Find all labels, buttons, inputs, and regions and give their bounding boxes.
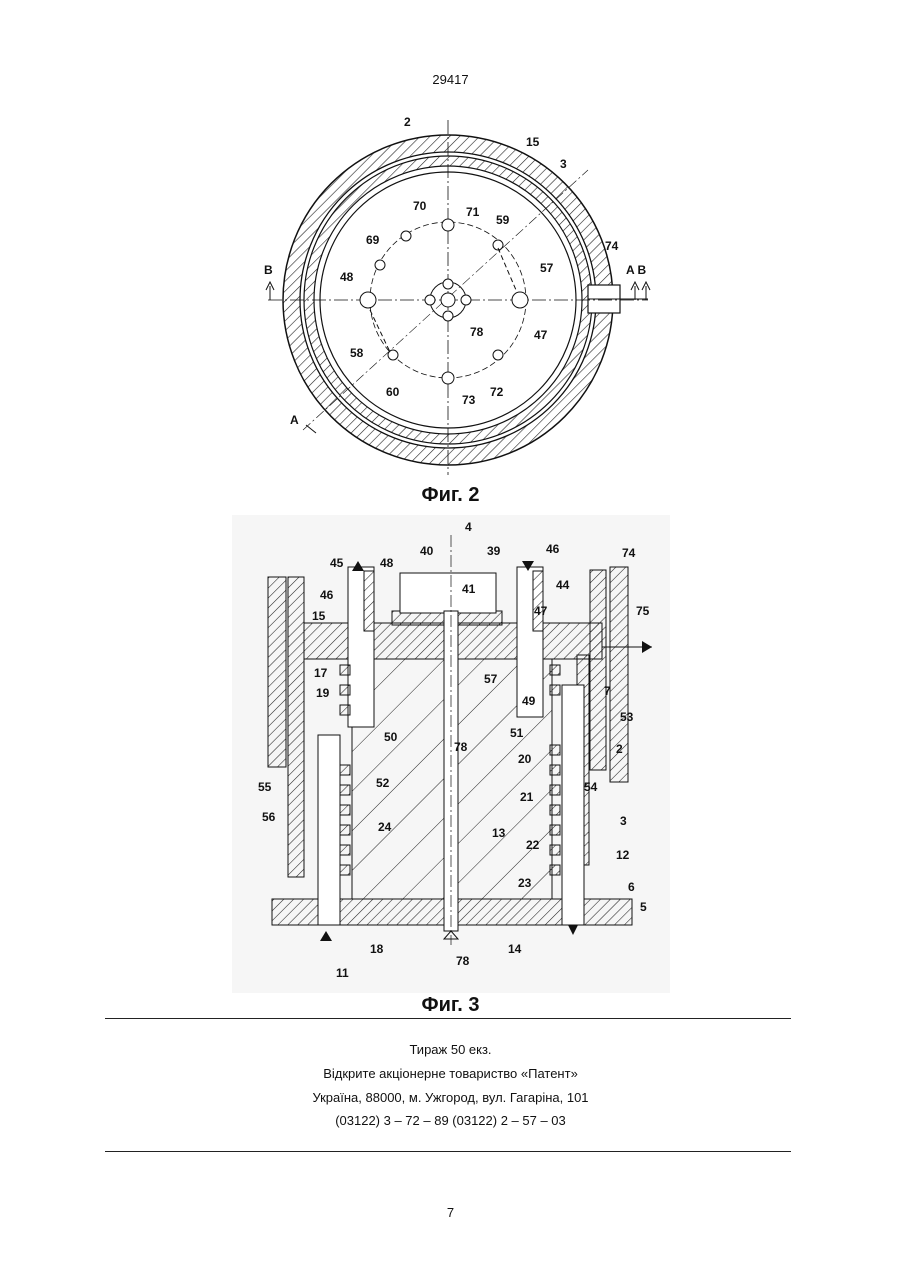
page-number: 7 (0, 1205, 901, 1220)
imprint-circulation: Тираж 50 екз. (0, 1042, 901, 1057)
figure-3-caption: Фиг. 3 (0, 994, 901, 1017)
fig3-label: 48 (380, 556, 394, 570)
imprint-phones: (03122) 3 – 72 – 89 (03122) 2 – 57 – 03 (0, 1113, 901, 1128)
figure-2-drawing: 2 15 3 74 70 71 59 69 57 48 47 78 58 60 … (258, 100, 658, 480)
fig3-label: 5 (640, 900, 647, 914)
fig3-label: 57 (484, 672, 498, 686)
fig3-label: 45 (330, 556, 344, 570)
fig2-label: 57 (540, 261, 554, 275)
fig3-label: 53 (620, 710, 634, 724)
fig3-label: 39 (487, 544, 501, 558)
fig2-label: 47 (534, 328, 548, 342)
fig2-label: 15 (526, 135, 540, 149)
fig3-label: 78 (454, 740, 468, 754)
figure-3-drawing: 4 40 39 46 74 45 48 44 75 15 46 41 47 17… (232, 515, 670, 993)
fig3-label: 22 (526, 838, 540, 852)
imprint-publisher: Відкрите акціонерне товариство «Патент» (0, 1066, 901, 1081)
fig3-label: 52 (376, 776, 390, 790)
fig3-label: 19 (316, 686, 330, 700)
section-label-left: B (264, 263, 273, 277)
fig3-label: 20 (518, 752, 532, 766)
fig3-label: 24 (378, 820, 392, 834)
fig3-label: 3 (620, 814, 627, 828)
fig2-label: 60 (386, 385, 400, 399)
fig3-label: 23 (518, 876, 532, 890)
figure-2-caption: Фиг. 2 (0, 484, 901, 507)
fig3-label: 2 (616, 742, 623, 756)
fig2-label: 59 (496, 213, 510, 227)
fig3-label: 12 (616, 848, 630, 862)
fig2-label: 2 (404, 115, 411, 129)
fig3-label: 46 (320, 588, 334, 602)
fig3-label: 14 (508, 942, 522, 956)
fig3-label: 56 (262, 810, 276, 824)
section-label-bottom: A (290, 413, 299, 427)
fig3-label: 51 (510, 726, 524, 740)
fig2-label: 69 (366, 233, 380, 247)
fig3-label: 49 (522, 694, 536, 708)
fig3-label: 44 (556, 578, 570, 592)
fig2-label: 71 (466, 205, 480, 219)
document-number: 29417 (0, 72, 901, 87)
fig2-label: 70 (413, 199, 427, 213)
fig3-label: 54 (584, 780, 598, 794)
fig3-label: 46 (546, 542, 560, 556)
imprint-address: Україна, 88000, м. Ужгород, вул. Гагарін… (0, 1090, 901, 1105)
fig2-label: 58 (350, 346, 364, 360)
fig3-label: 41 (462, 582, 476, 596)
fig3-label: 4 (465, 520, 472, 534)
fig3-label: 50 (384, 730, 398, 744)
fig3-label: 18 (370, 942, 384, 956)
fig3-label: 17 (314, 666, 328, 680)
fig3-label: 40 (420, 544, 434, 558)
fig2-label: 73 (462, 393, 476, 407)
fig3-label: 7 (604, 684, 611, 698)
section-label-right: A B (626, 263, 647, 277)
fig3-label: 75 (636, 604, 650, 618)
fig2-label: 48 (340, 270, 354, 284)
fig3-label: 15 (312, 609, 326, 623)
fig2-label: 3 (560, 157, 567, 171)
fig3-label: 11 (336, 966, 349, 980)
fig3-label: 21 (520, 790, 534, 804)
fig3-label: 6 (628, 880, 635, 894)
fig2-label: 78 (470, 325, 484, 339)
fig2-label: 72 (490, 385, 504, 399)
fig3-label: 74 (622, 546, 636, 560)
divider-top (105, 1018, 791, 1019)
fig3-label: 78 (456, 954, 470, 968)
fig3-label: 55 (258, 780, 272, 794)
divider-bottom (105, 1151, 791, 1152)
fig2-label: 74 (605, 239, 619, 253)
fig3-label: 47 (534, 604, 548, 618)
fig3-label: 13 (492, 826, 506, 840)
